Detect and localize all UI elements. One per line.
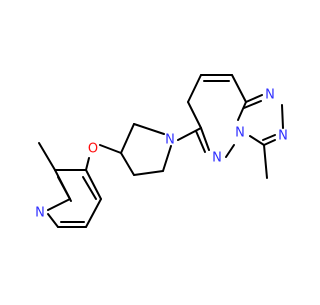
bond bbox=[195, 130, 206, 153]
bond bbox=[262, 134, 276, 141]
bond bbox=[133, 170, 164, 176]
atom-label-nitrogen: N bbox=[278, 129, 288, 144]
bond bbox=[162, 145, 172, 172]
bond bbox=[243, 100, 262, 109]
bond bbox=[263, 139, 276, 146]
bond bbox=[263, 144, 268, 179]
bond bbox=[249, 135, 265, 146]
atom-label-nitrogen: N bbox=[212, 151, 222, 166]
atom-label-nitrogen: N bbox=[165, 133, 175, 148]
bond bbox=[85, 169, 102, 200]
bond bbox=[85, 157, 90, 171]
atom-label-oxygen: O bbox=[88, 142, 98, 157]
bond bbox=[82, 176, 97, 200]
bond bbox=[187, 74, 202, 103]
bond bbox=[47, 213, 59, 228]
bond bbox=[57, 176, 72, 202]
bond bbox=[47, 198, 71, 211]
bond bbox=[120, 123, 135, 154]
structure-canvas: O N N N N N N bbox=[35, 74, 288, 228]
bond bbox=[200, 127, 210, 151]
bond bbox=[133, 123, 165, 135]
bond bbox=[177, 127, 202, 141]
bond bbox=[85, 198, 102, 228]
bonds bbox=[38, 74, 284, 228]
molecule-structure: O N N N N N N bbox=[35, 74, 288, 228]
bond bbox=[245, 94, 263, 103]
atom-label-nitrogen: N bbox=[35, 206, 45, 221]
bond bbox=[231, 74, 247, 103]
atom-labels: O N N N N N N bbox=[35, 88, 288, 221]
bond bbox=[187, 101, 202, 129]
bond bbox=[225, 144, 235, 158]
bond bbox=[237, 101, 247, 121]
bond bbox=[120, 152, 135, 176]
bond bbox=[99, 144, 122, 154]
atom-label-nitrogen: N bbox=[265, 88, 275, 103]
bond bbox=[38, 142, 56, 171]
bond bbox=[281, 104, 284, 129]
atom-label-nitrogen: N bbox=[235, 126, 245, 141]
